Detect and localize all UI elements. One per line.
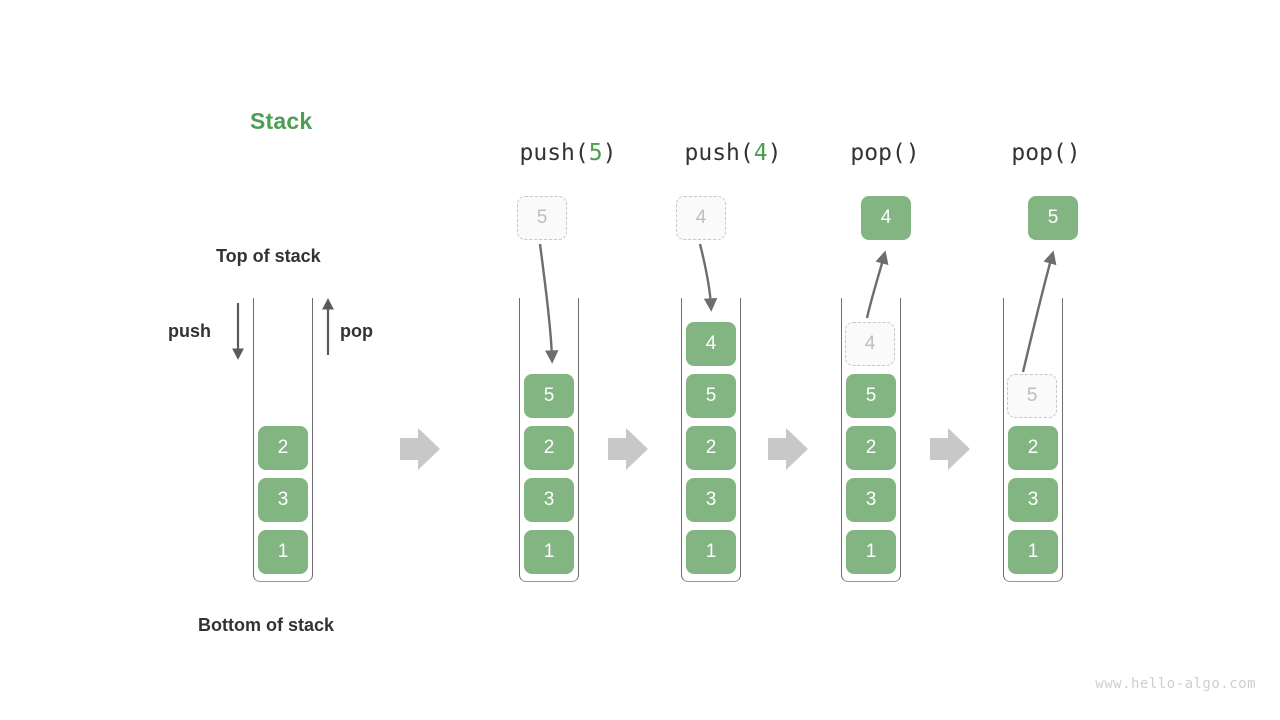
step-arrow-4 <box>930 428 970 470</box>
stack-cell: 2 <box>1008 426 1058 470</box>
label-bottom-of-stack: Bottom of stack <box>198 615 335 635</box>
stack-cell: 2 <box>686 426 736 470</box>
label-push: push <box>168 321 211 341</box>
op-header-pop-1: pop() <box>850 140 919 166</box>
op-header-arg: 5 <box>588 140 603 166</box>
stack-container-initial <box>253 298 313 582</box>
op-header-name: pop( <box>1011 140 1067 166</box>
floating-popped-cell: 5 <box>1028 196 1078 240</box>
op-header-close: ) <box>767 140 782 166</box>
stack-cell-ghost: 4 <box>845 322 895 366</box>
op-header-push-5: push(5) <box>520 140 617 166</box>
stack-cell: 1 <box>846 530 896 574</box>
stack-cell-ghost: 5 <box>1007 374 1057 418</box>
op-header-close: ) <box>602 140 617 166</box>
floating-ghost-cell: 5 <box>517 196 567 240</box>
op-header-name: pop( <box>850 140 906 166</box>
stack-cell: 1 <box>258 530 308 574</box>
stack-container-push-5 <box>519 298 579 582</box>
stack-cell: 5 <box>524 374 574 418</box>
stack-container-pop-2 <box>1003 298 1063 582</box>
stack-cell: 2 <box>846 426 896 470</box>
op-header-close: ) <box>905 140 920 166</box>
op-header-close: ) <box>1066 140 1081 166</box>
stack-cell: 1 <box>686 530 736 574</box>
stack-cell: 3 <box>1008 478 1058 522</box>
op-header-name: push( <box>519 140 589 166</box>
stack-cell: 3 <box>846 478 896 522</box>
op-header-push-4: push(4) <box>685 140 782 166</box>
watermark: www.hello-algo.com <box>1095 676 1256 692</box>
step-arrow-3 <box>768 428 808 470</box>
step-arrow-1 <box>400 428 440 470</box>
label-top-of-stack: Top of stack <box>216 246 321 266</box>
page-title: Stack <box>250 108 313 134</box>
stack-cell: 1 <box>524 530 574 574</box>
op-header-arg: 4 <box>753 140 768 166</box>
stack-cell: 3 <box>258 478 308 522</box>
stack-cell: 5 <box>846 374 896 418</box>
stack-cell: 3 <box>686 478 736 522</box>
step-arrow-2 <box>608 428 648 470</box>
floating-ghost-cell: 4 <box>676 196 726 240</box>
stack-container-push-4 <box>681 298 741 582</box>
op-header-name: push( <box>684 140 754 166</box>
stack-cell: 1 <box>1008 530 1058 574</box>
label-pop: pop <box>340 321 373 341</box>
floating-popped-cell: 4 <box>861 196 911 240</box>
stack-cell: 2 <box>524 426 574 470</box>
stack-cell: 2 <box>258 426 308 470</box>
stack-cell: 3 <box>524 478 574 522</box>
stack-container-pop-1 <box>841 298 901 582</box>
stack-cell: 5 <box>686 374 736 418</box>
op-header-pop-2: pop() <box>1011 140 1080 166</box>
stack-cell: 4 <box>686 322 736 366</box>
push-4-motion-arrow <box>698 243 718 312</box>
